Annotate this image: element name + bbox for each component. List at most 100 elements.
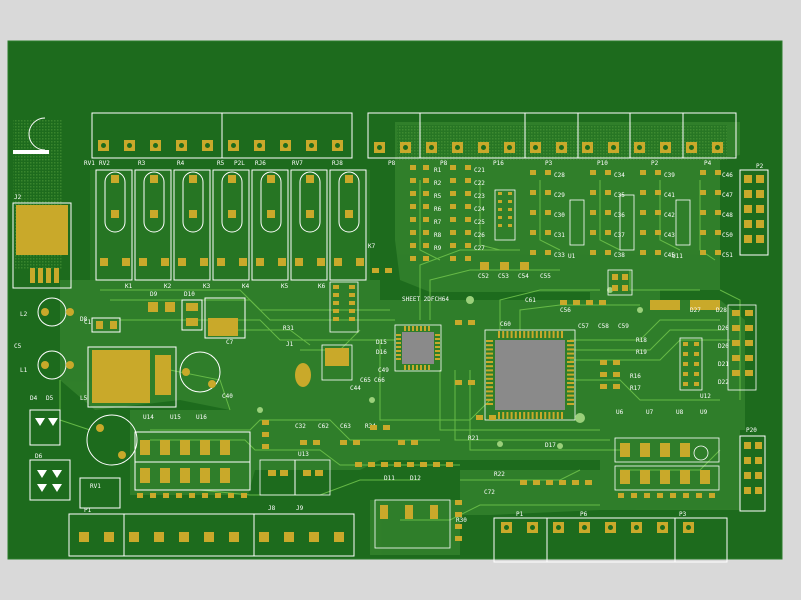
label-C40: C40 bbox=[222, 393, 233, 400]
label-D12: D12 bbox=[410, 475, 421, 482]
label-RV1: RV1 bbox=[90, 483, 101, 490]
svg-text:C48: C48 bbox=[722, 212, 733, 219]
svg-text:R7: R7 bbox=[434, 219, 442, 226]
svg-text:C23: C23 bbox=[474, 193, 485, 200]
svg-text:R5: R5 bbox=[434, 193, 442, 200]
smd-labels-right-top: R1 R2 R5 R6 R7 R8 R9 C21 C22 C23 C24 C25… bbox=[434, 167, 733, 280]
label-C72: C72 bbox=[484, 489, 495, 496]
label-L2: L2 bbox=[20, 311, 28, 318]
label-P3: P3 bbox=[545, 160, 553, 167]
connector-P2-right: P2 bbox=[739, 163, 769, 256]
label-P8-a: P8 bbox=[388, 160, 396, 167]
label-D6: D6 bbox=[35, 453, 43, 460]
label-U15: U15 bbox=[170, 414, 181, 421]
connector-P1-left: P1 bbox=[68, 507, 355, 557]
svg-text:R9: R9 bbox=[434, 245, 442, 252]
ic-row-bottom-right: U6 U7 U8 U9 bbox=[614, 409, 720, 498]
label-K4: K4 bbox=[242, 283, 250, 290]
svg-text:C47: C47 bbox=[722, 192, 733, 199]
svg-text:C37: C37 bbox=[614, 232, 625, 239]
connector-labels-top-left: RV1 RV2 R3 R4 R5 P2L RJ6 RV7 RJ8 bbox=[84, 160, 343, 167]
label-R3: R3 bbox=[138, 160, 146, 167]
label-C56: C56 bbox=[560, 307, 571, 314]
svg-text:R1: R1 bbox=[434, 167, 442, 174]
label-J9: J9 bbox=[296, 505, 304, 512]
board-marking: SHEET 2DFCH64 bbox=[402, 296, 449, 303]
label-J8: J8 bbox=[268, 505, 276, 512]
label-D20: D20 bbox=[718, 343, 729, 350]
relay-array: K1 K2 K3 K4 K5 K6 K7 bbox=[95, 169, 376, 290]
label-P1-right: P1 bbox=[516, 511, 524, 518]
label-K3: K3 bbox=[203, 283, 211, 290]
svg-text:C54: C54 bbox=[518, 273, 529, 280]
mounting-hole-top-left bbox=[13, 117, 49, 154]
label-C65: C65 bbox=[360, 377, 371, 384]
svg-text:C24: C24 bbox=[474, 206, 485, 213]
svg-text:C33: C33 bbox=[554, 252, 565, 259]
label-R31: R31 bbox=[283, 325, 294, 332]
connector-block-top-right: P8 P8 P16 P3 P10 P2 P4 bbox=[367, 112, 737, 167]
label-U7: U7 bbox=[646, 409, 654, 416]
label-J2: J2 bbox=[14, 194, 22, 201]
label-C32: C32 bbox=[295, 423, 306, 430]
label-U11: U11 bbox=[672, 253, 683, 260]
label-P6: P6 bbox=[580, 511, 588, 518]
label-K2: K2 bbox=[164, 283, 172, 290]
svg-text:C41: C41 bbox=[664, 192, 675, 199]
label-R30: R30 bbox=[456, 517, 467, 524]
svg-text:C39: C39 bbox=[664, 172, 675, 179]
label-C63: C63 bbox=[340, 423, 351, 430]
svg-text:C51: C51 bbox=[722, 252, 733, 259]
mcu-main bbox=[484, 329, 576, 421]
svg-text:C35: C35 bbox=[614, 192, 625, 199]
label-R16: R16 bbox=[630, 373, 641, 380]
smd-scatter bbox=[262, 268, 620, 541]
label-U9: U9 bbox=[700, 409, 708, 416]
label-RJ8: RJ8 bbox=[332, 160, 343, 167]
label-K1: K1 bbox=[125, 283, 133, 290]
label-R18: R18 bbox=[636, 337, 647, 344]
svg-text:C38: C38 bbox=[614, 252, 625, 259]
label-K6: K6 bbox=[318, 283, 326, 290]
label-D17: D17 bbox=[545, 442, 556, 449]
label-RV7: RV7 bbox=[292, 160, 303, 167]
label-R5: R5 bbox=[217, 160, 225, 167]
svg-text:C29: C29 bbox=[554, 192, 565, 199]
label-D28: D28 bbox=[716, 307, 727, 314]
svg-text:C53: C53 bbox=[498, 273, 509, 280]
smd-vias bbox=[257, 287, 703, 449]
svg-text:C25: C25 bbox=[474, 219, 485, 226]
label-C7: C7 bbox=[226, 339, 234, 346]
right-middle-parts: D27 D28 D26 D20 D21 D22 bbox=[607, 269, 757, 391]
label-U8: U8 bbox=[676, 409, 684, 416]
label-D4: D4 bbox=[30, 395, 38, 402]
connector-J2: J2 bbox=[12, 194, 72, 289]
label-C58: C58 bbox=[598, 323, 609, 330]
label-R4: R4 bbox=[177, 160, 185, 167]
label-L5: L5 bbox=[80, 395, 88, 402]
label-RV1: RV1 bbox=[84, 160, 95, 167]
label-P20: P20 bbox=[746, 427, 757, 434]
label-D8: D8 bbox=[80, 316, 88, 323]
label-C57: C57 bbox=[578, 323, 589, 330]
label-RJ6: RJ6 bbox=[255, 160, 266, 167]
label-C5: C5 bbox=[14, 343, 22, 350]
svg-text:R6: R6 bbox=[434, 206, 442, 213]
label-D5: D5 bbox=[46, 395, 54, 402]
svg-text:C27: C27 bbox=[474, 245, 485, 252]
svg-text:C42: C42 bbox=[664, 212, 675, 219]
svg-text:C21: C21 bbox=[474, 167, 485, 174]
label-D16: D16 bbox=[376, 349, 387, 356]
svg-text:C46: C46 bbox=[722, 172, 733, 179]
label-P2L: P2L bbox=[234, 160, 245, 167]
label-U12: U12 bbox=[700, 393, 711, 400]
svg-text:R2: R2 bbox=[434, 180, 442, 187]
svg-text:C30: C30 bbox=[554, 212, 565, 219]
label-R22: R22 bbox=[494, 471, 505, 478]
label-P16: P16 bbox=[493, 160, 504, 167]
label-P8-b: P8 bbox=[440, 160, 448, 167]
board-outline bbox=[7, 40, 783, 560]
label-P3-right: P3 bbox=[679, 511, 687, 518]
svg-text:C52: C52 bbox=[478, 273, 489, 280]
svg-text:C31: C31 bbox=[554, 232, 565, 239]
